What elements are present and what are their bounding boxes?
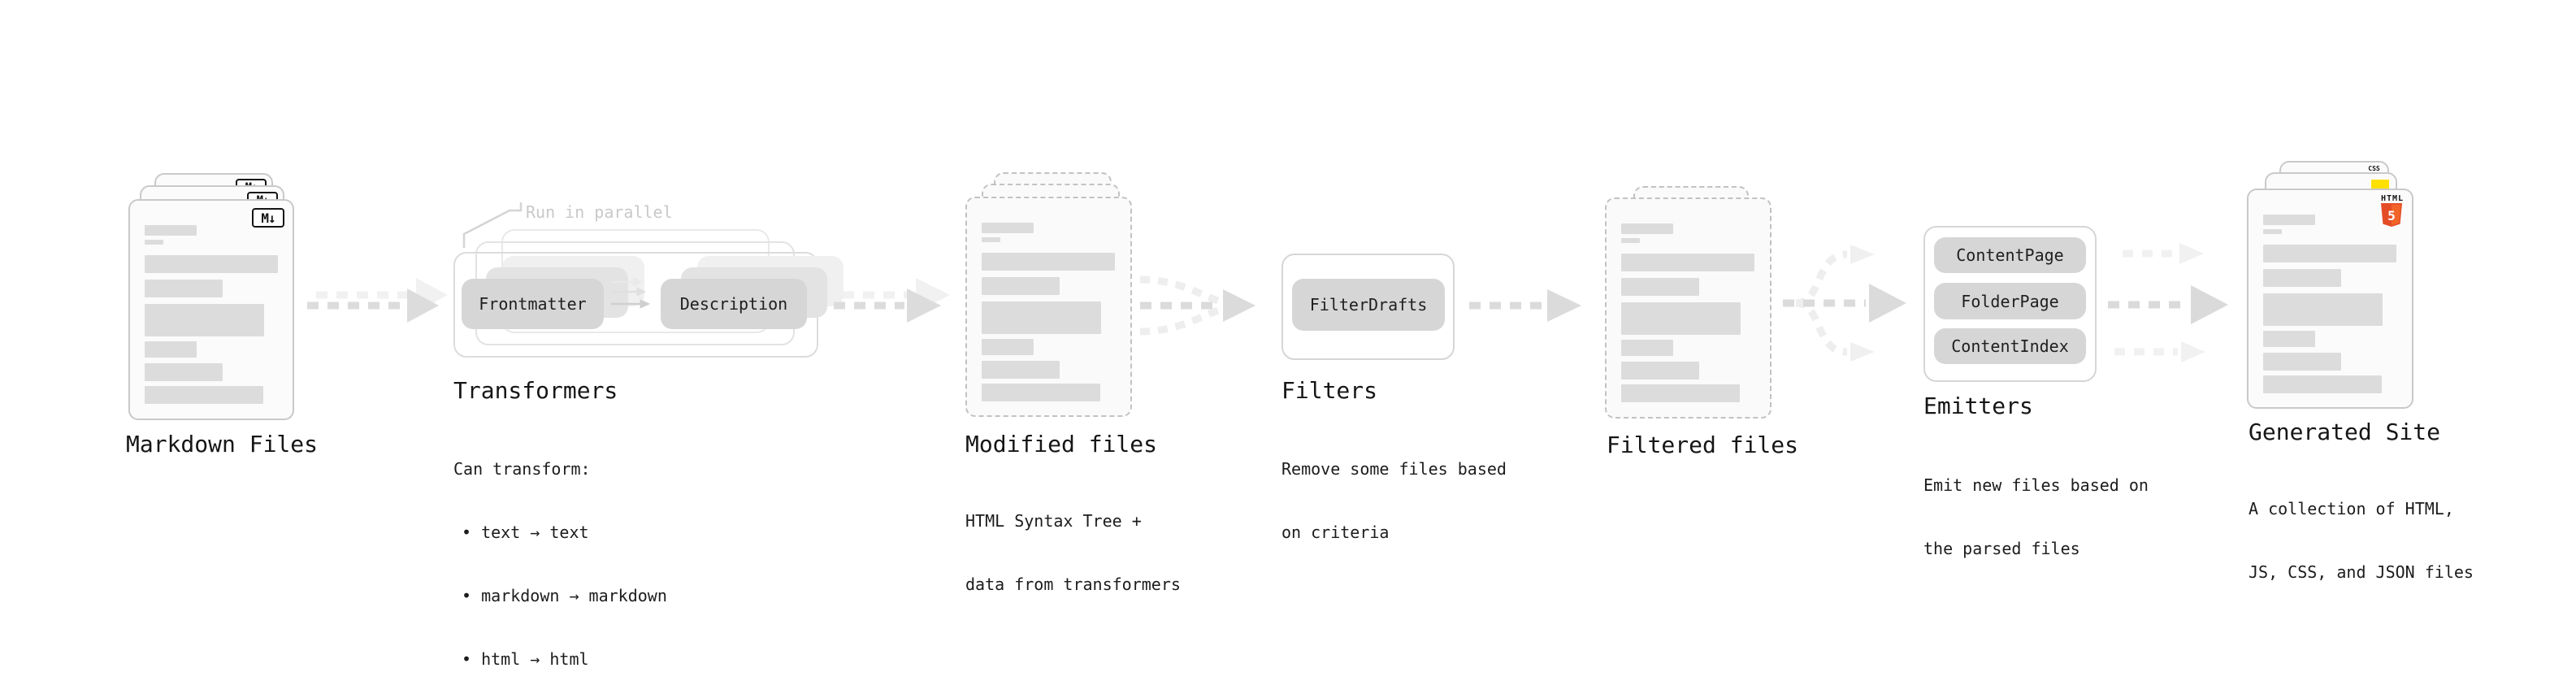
caption-line: data from transformers [965,575,1181,594]
caption-line: A collection of HTML, [2249,499,2454,518]
stage-title-filters: Filters [1281,377,1378,404]
arrow-filtered-to-emitters [1783,245,1906,362]
caption-bullet: • text → text [462,523,589,542]
markdown-icon: M↓ [252,208,284,228]
document-content-placeholder [982,223,1115,401]
site-file-card-html: HTML 5 [2247,189,2413,409]
filtered-file-card-front [1605,197,1772,419]
caption-bullet: • markdown → markdown [462,586,667,605]
svg-text:5: 5 [2387,208,2396,223]
stage-title-generated-site: Generated Site [2249,419,2441,445]
stage-caption-generated-site: A collection of HTML, JS, CSS, and JSON … [2249,456,2474,625]
html5-icon: HTML 5 [2381,194,2403,230]
caption-line: on criteria [1281,523,1390,542]
contentindex-pill: ContentIndex [1934,328,2086,364]
stage-title-modified-files: Modified files [965,431,1158,458]
modified-file-card-front [965,197,1132,417]
run-in-parallel-label: Run in parallel [526,202,673,222]
frontmatter-pill: Frontmatter [462,279,604,329]
caption-line: Can transform: [453,459,591,479]
stage-title-filtered-files: Filtered files [1607,432,1799,458]
stage-caption-transformers: Can transform: • text → text • markdown … [453,416,667,681]
caption-bullet: • html → html [462,649,589,669]
caption-line: HTML Syntax Tree + [965,511,1142,531]
stage-caption-filters: Remove some files based on criteria [1281,416,1507,585]
parallel-arrows-icon [611,277,651,309]
stage-caption-modified-files: HTML Syntax Tree + data from transformer… [965,468,1181,637]
caption-line: Remove some files based [1281,459,1507,479]
caption-line: Emit new files based on [1923,475,2149,495]
filterdrafts-pill: FilterDrafts [1292,279,1445,331]
document-content-placeholder [1621,223,1754,402]
html5-shield: 5 [2381,203,2402,227]
caption-line: JS, CSS, and JSON files [2249,562,2474,582]
stage-title-transformers: Transformers [453,377,618,404]
stage-title-markdown-files: Markdown Files [126,431,319,458]
document-content-placeholder [2263,215,2396,393]
description-pill: Description [661,279,807,329]
folderpage-pill: FolderPage [1934,283,2086,319]
arrow-markdown-to-transformers [307,278,448,323]
arrow-emitters-to-site [2108,243,2228,362]
stage-title-emitters: Emitters [1923,393,2033,419]
caption-line: the parsed files [1923,539,2080,558]
contentpage-pill: ContentPage [1934,237,2086,273]
markdown-file-card-front: M↓ [128,199,294,420]
callout-line [462,202,523,248]
stage-caption-emitters: Emit new files based on the parsed files [1923,432,2149,601]
arrow-modified-to-filters [1139,275,1255,336]
arrow-filters-to-filtered [1469,289,1581,322]
document-content-placeholder [145,225,278,404]
arrow-transformers-to-modified [834,278,949,323]
